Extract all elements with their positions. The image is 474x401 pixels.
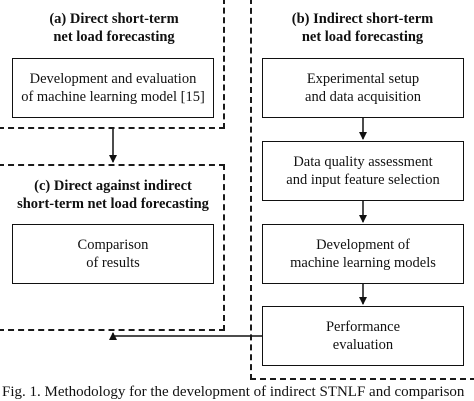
figure-caption: Fig. 1. Methodology for the development …	[2, 384, 465, 400]
panel-c-title: (c) Direct against indirect short-term n…	[17, 178, 209, 212]
panel-direct-vs-indirect	[0, 164, 225, 331]
box-experimental-setup: Experimental setup and data acquisition	[262, 58, 464, 118]
box-comparison-results: Comparison of results	[12, 224, 214, 284]
box-data-quality: Data quality assessment and input featur…	[262, 141, 464, 201]
arrow-b4-to-c	[109, 332, 262, 340]
box-performance-evaluation: Performance evaluation	[262, 306, 464, 366]
panel-a-title: (a) Direct short-term net load forecasti…	[49, 11, 179, 45]
panel-direct-forecasting	[0, 0, 225, 129]
box-development-evaluation-model: Development and evaluation of machine le…	[12, 58, 214, 118]
box-ml-models: Development of machine learning models	[262, 224, 464, 284]
panel-indirect-forecasting	[250, 0, 474, 380]
panel-b-title: (b) Indirect short-term net load forecas…	[291, 11, 434, 45]
